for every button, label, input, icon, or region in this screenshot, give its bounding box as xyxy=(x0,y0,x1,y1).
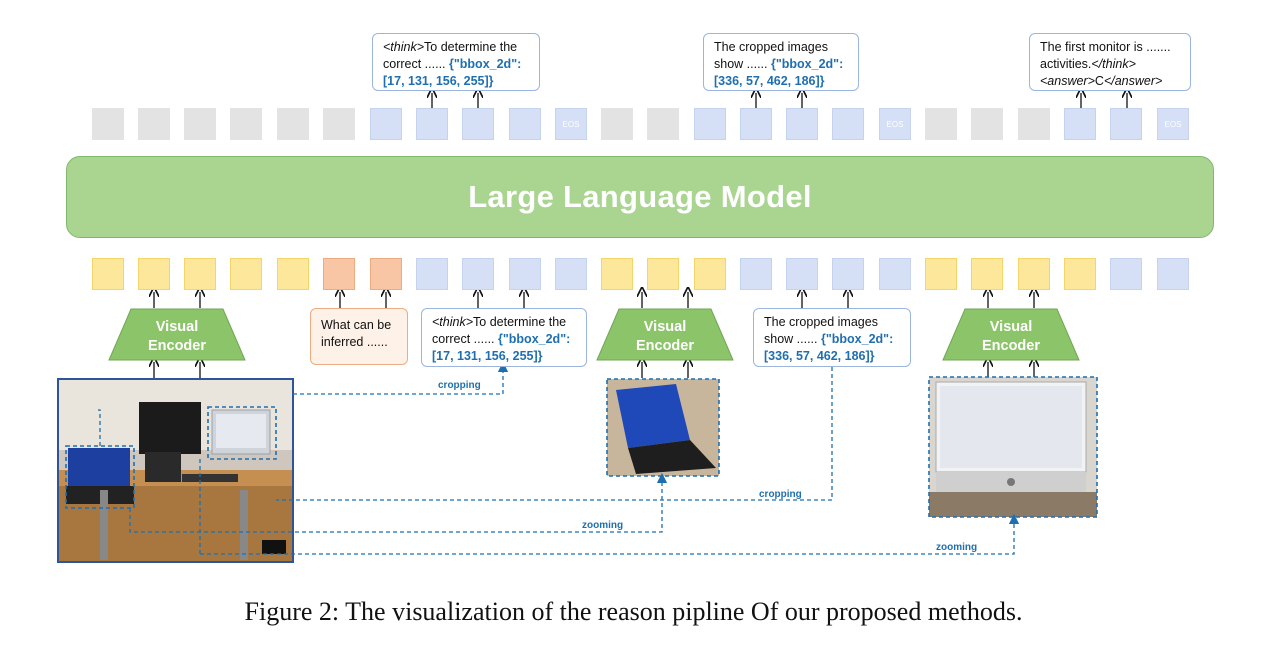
encoder-label-line2: Encoder xyxy=(981,338,1040,354)
token xyxy=(601,258,633,290)
think-tag: <think> xyxy=(383,40,425,54)
answer-value: C xyxy=(1094,74,1104,88)
token xyxy=(647,108,679,140)
answer-close-tag: </answer> xyxy=(1103,74,1163,88)
bbox-json: {"bbox_2d": [336, 57, 462, 186]} xyxy=(714,57,844,88)
token xyxy=(740,108,772,140)
edge-label-zooming-1: zooming xyxy=(582,520,624,531)
token xyxy=(92,258,124,290)
token xyxy=(92,108,124,140)
token xyxy=(647,258,679,290)
eos-label: EOS xyxy=(886,120,904,129)
encoder-label-line1: Visual xyxy=(643,319,687,335)
token xyxy=(1018,258,1050,290)
eos-token: EOS xyxy=(1157,108,1189,140)
output-arrows xyxy=(432,93,1127,110)
encoder-label-line2: Encoder xyxy=(635,338,694,354)
edge-label-cropping-2: cropping xyxy=(759,489,802,500)
token xyxy=(832,258,864,290)
token xyxy=(277,258,309,290)
token xyxy=(416,258,448,290)
cropped-laptop-photo xyxy=(606,378,720,477)
token xyxy=(462,108,494,140)
token xyxy=(925,258,957,290)
token xyxy=(184,108,216,140)
visual-encoder-1 xyxy=(108,308,246,361)
token xyxy=(971,258,1003,290)
visual-encoder-2 xyxy=(596,308,734,361)
bbox-json: {"bbox_2d": [17, 131, 156, 255]} xyxy=(432,332,571,363)
token xyxy=(462,258,494,290)
edge-label-zooming-2: zooming xyxy=(936,542,978,553)
input-bubble-cropped: The cropped images show ...... {"bbox_2d… xyxy=(753,308,911,367)
bubble-text: The cropped images show ...... xyxy=(714,40,828,71)
figure-caption: Figure 2: The visualization of the reaso… xyxy=(244,597,1023,626)
token xyxy=(694,108,726,140)
bbox-json: {"bbox_2d": [336, 57, 462, 186]} xyxy=(764,332,894,363)
bbox-laptop xyxy=(65,445,135,509)
token xyxy=(1110,108,1142,140)
token xyxy=(832,108,864,140)
bbox-monitor xyxy=(207,406,277,460)
bubble-text: The cropped images show ...... xyxy=(764,315,878,346)
answer-open-tag: <answer> xyxy=(1040,74,1095,88)
input-arrows xyxy=(154,292,1034,378)
encoder-label-line2: Encoder xyxy=(147,338,206,354)
bubble-text: To determine the correct ...... xyxy=(383,40,518,71)
token xyxy=(138,258,170,290)
token xyxy=(184,258,216,290)
llm-label: Large Language Model xyxy=(468,179,812,214)
question-bubble: What can be inferred ...... xyxy=(310,308,408,365)
token xyxy=(1018,108,1050,140)
think-close-tag: </think> xyxy=(1091,57,1136,71)
token xyxy=(323,258,355,290)
token xyxy=(1110,258,1142,290)
question-text: What can be inferred ...... xyxy=(321,318,392,349)
encoder-label-line1: Visual xyxy=(155,319,199,335)
eos-label: EOS xyxy=(1164,120,1182,129)
bubble-text: The first monitor is ....... activities. xyxy=(1040,40,1171,71)
token xyxy=(509,108,541,140)
token xyxy=(370,258,402,290)
large-language-model-block: Large Language Model xyxy=(66,156,1214,238)
output-bubble-answer: The first monitor is ....... activities.… xyxy=(1029,33,1191,91)
token xyxy=(879,258,911,290)
token xyxy=(1064,108,1096,140)
think-tag: <think> xyxy=(432,315,474,329)
token xyxy=(786,258,818,290)
token xyxy=(786,108,818,140)
bubble-text: To determine the correct ...... xyxy=(432,315,567,346)
bbox-json: {"bbox_2d": [17, 131, 156, 255]} xyxy=(383,57,522,88)
eos-token: EOS xyxy=(879,108,911,140)
encoder-label-line1: Visual xyxy=(989,319,1033,335)
eos-token: EOS xyxy=(555,108,587,140)
token xyxy=(509,258,541,290)
token xyxy=(1157,258,1189,290)
token xyxy=(323,108,355,140)
token xyxy=(370,108,402,140)
input-bubble-think: <think>To determine the correct ...... {… xyxy=(421,308,587,367)
token xyxy=(740,258,772,290)
cropped-monitor-photo xyxy=(928,376,1098,518)
output-bubble-cropped: The cropped images show ...... {"bbox_2d… xyxy=(703,33,859,91)
token xyxy=(694,258,726,290)
eos-label: EOS xyxy=(562,120,580,129)
token xyxy=(230,258,262,290)
token xyxy=(925,108,957,140)
edge-label-cropping-1: cropping xyxy=(438,380,481,391)
token xyxy=(230,108,262,140)
token xyxy=(138,108,170,140)
token xyxy=(1064,258,1096,290)
token xyxy=(601,108,633,140)
visual-encoder-3 xyxy=(942,308,1080,361)
token xyxy=(416,108,448,140)
token xyxy=(971,108,1003,140)
token xyxy=(277,108,309,140)
output-bubble-think: <think>To determine the correct ...... {… xyxy=(372,33,540,91)
flow-links xyxy=(98,361,1020,555)
token xyxy=(555,258,587,290)
